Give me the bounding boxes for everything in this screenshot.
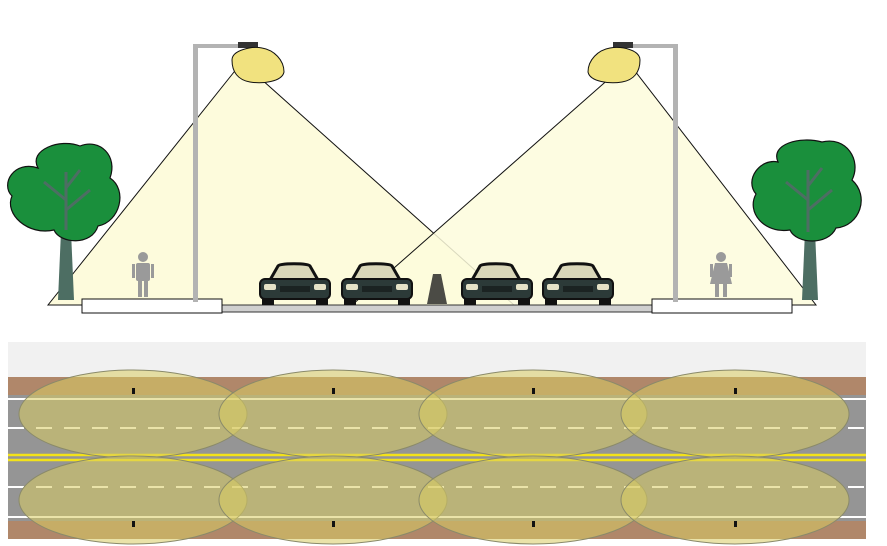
pole-marker xyxy=(734,521,737,527)
pole-marker xyxy=(332,521,335,527)
pole-marker xyxy=(734,388,737,394)
pole-marker xyxy=(532,388,535,394)
car-front-icon xyxy=(542,262,614,305)
car-front-icon xyxy=(341,262,413,305)
right-tree-icon xyxy=(751,139,862,300)
male-pedestrian-icon xyxy=(132,252,154,297)
light-pool xyxy=(218,369,448,459)
right-sidewalk xyxy=(651,298,793,314)
left-street-lamp-icon xyxy=(193,42,285,302)
traffic-cone-icon xyxy=(427,274,447,304)
plan-view xyxy=(8,342,866,545)
light-pool xyxy=(418,455,648,545)
left-tree-icon xyxy=(7,142,121,300)
pole-marker xyxy=(132,521,135,527)
cross-section-view xyxy=(7,42,862,314)
car-front-icon xyxy=(461,262,533,305)
light-pools xyxy=(18,369,850,545)
pole-markers xyxy=(132,388,737,527)
light-pool xyxy=(418,369,648,459)
light-pool xyxy=(620,369,850,459)
car-front-icon xyxy=(259,262,331,305)
light-pool xyxy=(18,455,248,545)
light-pool xyxy=(18,369,248,459)
right-street-lamp-icon xyxy=(587,42,678,302)
light-pool xyxy=(218,455,448,545)
pole-marker xyxy=(132,388,135,394)
pole-marker xyxy=(532,521,535,527)
road-surface xyxy=(221,304,653,313)
female-pedestrian-icon xyxy=(710,252,732,297)
pole-marker xyxy=(332,388,335,394)
left-sidewalk xyxy=(81,298,223,314)
light-pool xyxy=(620,455,850,545)
